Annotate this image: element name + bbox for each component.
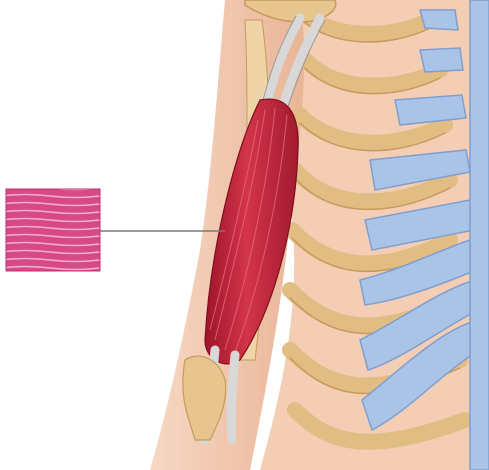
skeletal-muscle-tissue-icon bbox=[6, 189, 100, 271]
